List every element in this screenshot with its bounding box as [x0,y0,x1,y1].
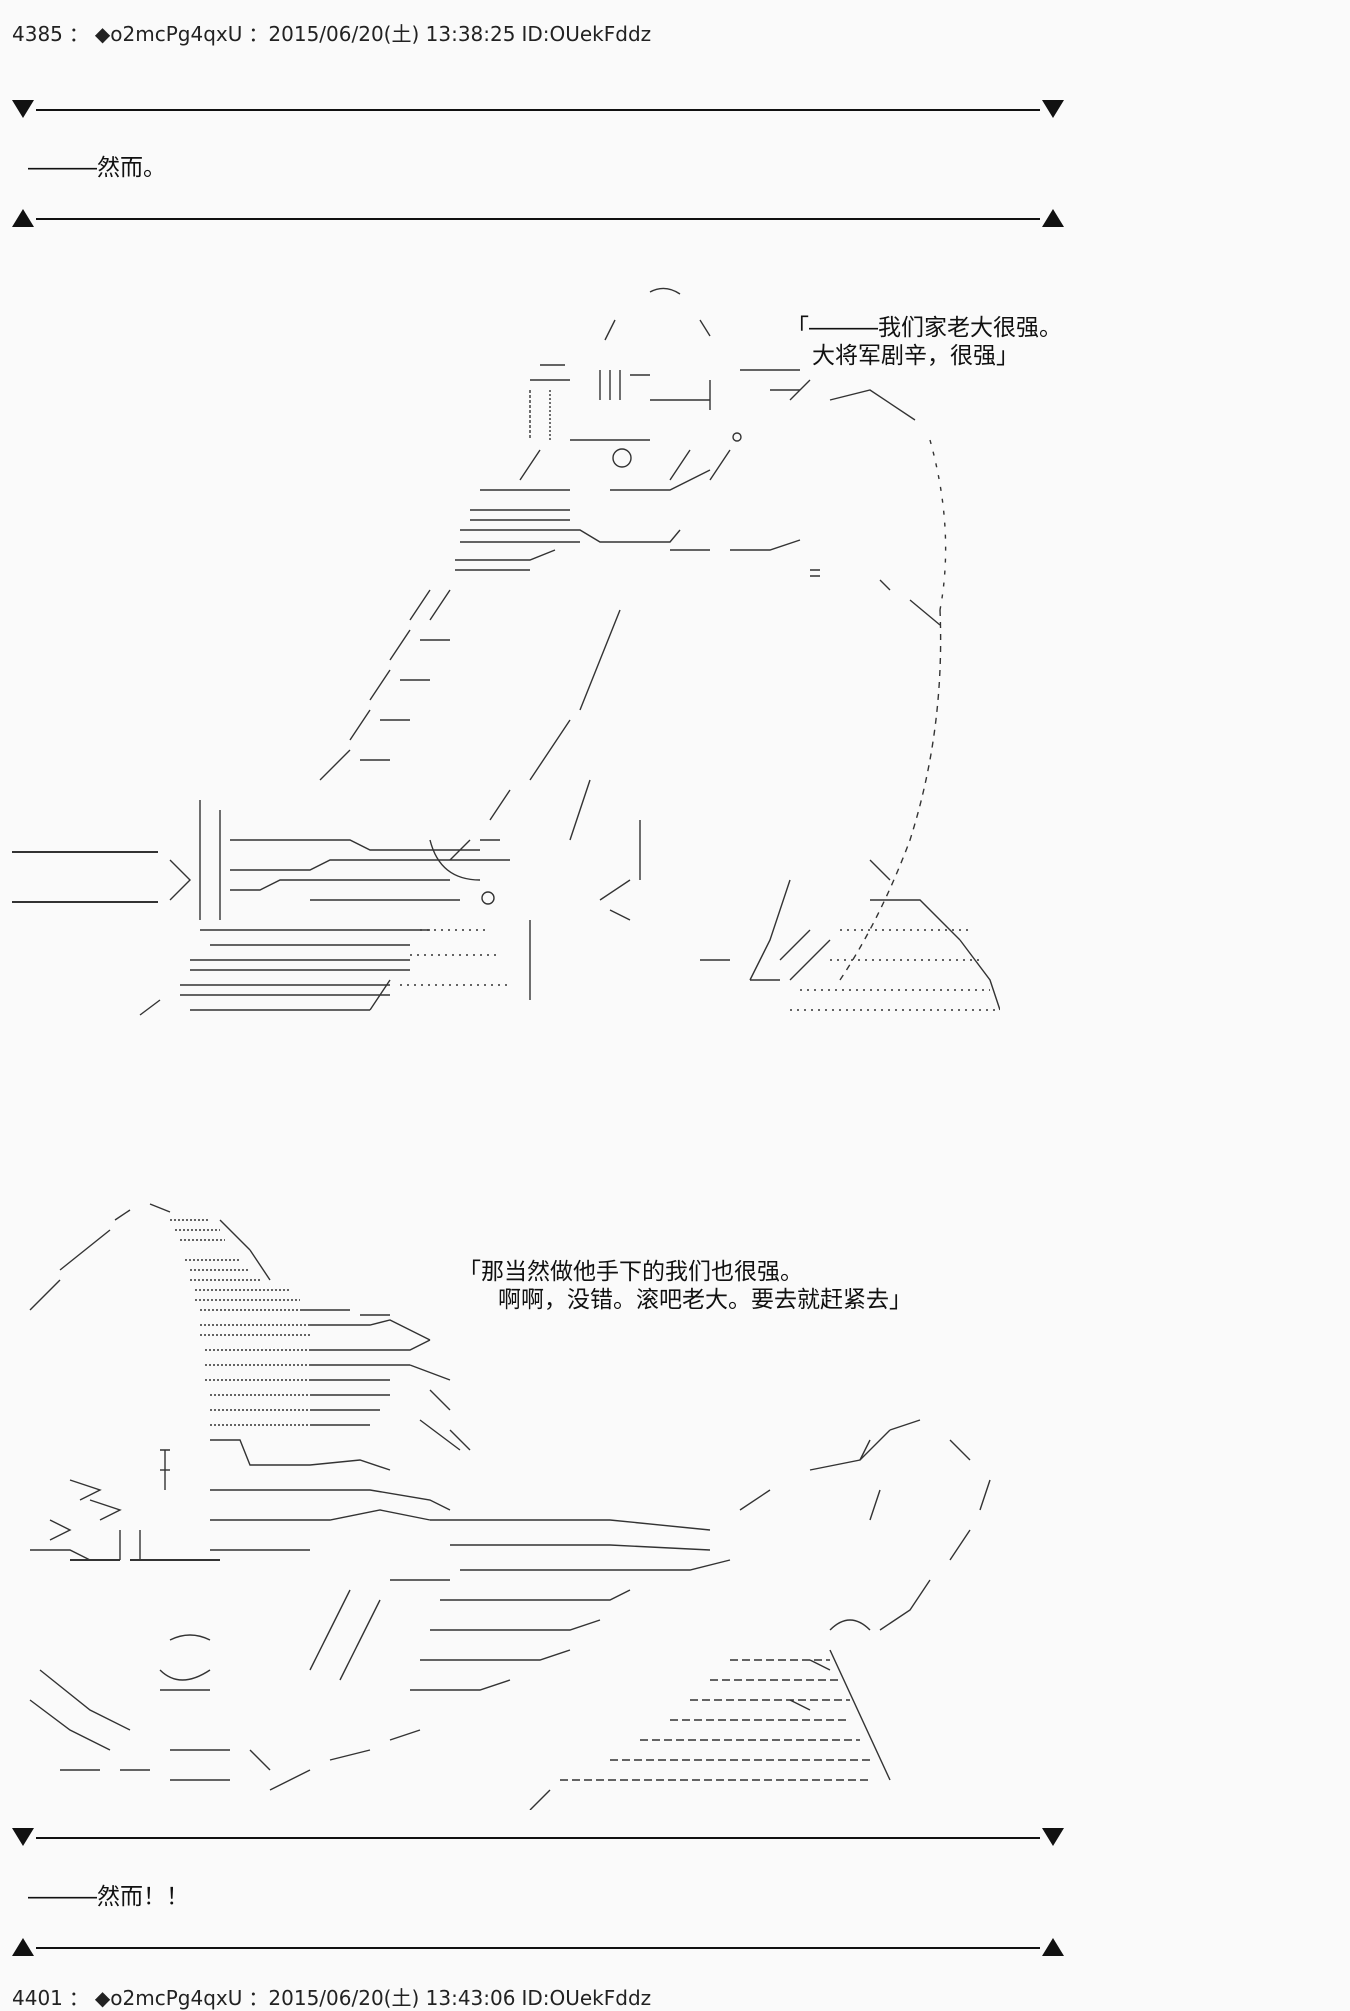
frame-divider-bottom [12,207,1064,231]
triangle-down-icon [1042,1828,1064,1846]
poster-name: ◆o2mcPg4qxU [94,1986,243,2010]
frame-divider-bottom [12,1936,1064,1960]
post-number[interactable]: 4385 [12,22,63,46]
divider-line [36,1837,1040,1839]
frame-divider-top [12,98,1064,122]
poster-id[interactable]: ID:OUekFddz [521,22,652,46]
divider-line [36,1947,1040,1949]
ascii-art-warrior-charging-icon [10,1190,1000,1810]
triangle-up-icon [1042,1938,1064,1956]
post-separator: ： [68,22,89,46]
narration-text: ―――然而！！ [28,1884,189,1910]
triangle-up-icon [12,209,34,227]
speech-line: 大将军剧辛，很强」 [812,343,1019,369]
frame-divider-top [12,1826,1064,1850]
speech-line: 啊啊，没错。滚吧老大。要去就赶紧去」 [498,1287,912,1313]
poster-id[interactable]: ID:OUekFddz [521,1986,652,2010]
triangle-down-icon [12,100,34,118]
speech-line: 「那当然做他手下的我们也很强。 [458,1259,803,1285]
narration-text: ―――然而。 [28,155,166,181]
speech-line: 「―――我们家老大很强。 [786,315,1062,341]
divider-line [36,218,1040,220]
triangle-up-icon [1042,209,1064,227]
post-separator: ： [68,1986,89,2010]
poster-name: ◆o2mcPg4qxU [94,22,243,46]
post-date: ：2015/06/20(土) 13:43:06 [248,1986,516,2010]
triangle-down-icon [1042,100,1064,118]
post-date: ：2015/06/20(土) 13:38:25 [248,22,516,46]
triangle-down-icon [12,1828,34,1846]
ascii-art-warrior-bowing-icon [10,280,1000,1020]
triangle-up-icon [12,1938,34,1956]
divider-line [36,109,1040,111]
post-number[interactable]: 4401 [12,1986,63,2010]
